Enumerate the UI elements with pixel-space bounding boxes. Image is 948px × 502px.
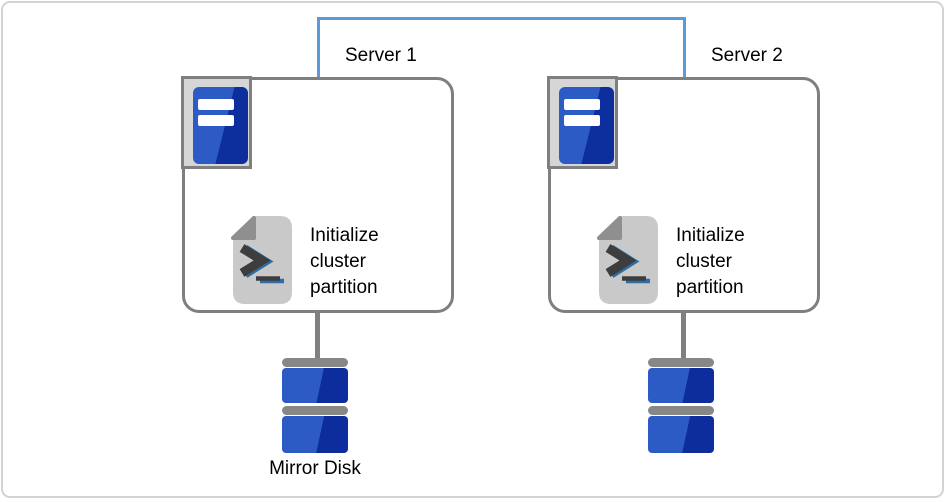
script-caption: Initialize cluster partition <box>310 225 379 298</box>
server-icon <box>559 87 614 164</box>
server-icon-slot <box>564 99 600 110</box>
interconnect-line-vertical-2 <box>683 17 686 78</box>
server-icon-slot <box>198 99 234 110</box>
disk-platter <box>648 368 714 403</box>
interconnect-line-horizontal <box>317 17 686 20</box>
mirror-disk-icon-2 <box>648 358 714 453</box>
disk-bar <box>648 358 714 367</box>
mirror-disk-label: Mirror Disk <box>269 458 361 479</box>
mirror-disk-icon-1: Mirror Disk <box>269 358 361 479</box>
disk-connector-line-1 <box>315 310 320 359</box>
disk-bar <box>648 406 714 415</box>
script-file-icon <box>231 216 292 304</box>
server-icon-slot <box>198 115 234 126</box>
script-caption: Initialize cluster partition <box>676 225 745 298</box>
disk-bar <box>282 406 348 415</box>
disk-platter <box>282 416 348 453</box>
server-icon-slot <box>564 115 600 126</box>
disk-platter <box>648 416 714 453</box>
server2-label: Server 2 <box>711 45 783 66</box>
interconnect-line-vertical-1 <box>317 17 320 78</box>
server-icon-frame <box>181 76 252 169</box>
server-icon-frame <box>547 76 618 169</box>
script-file-icon <box>597 216 658 304</box>
disk-connector-line-2 <box>681 310 686 359</box>
disk-platter <box>282 368 348 403</box>
disk-bar <box>282 358 348 367</box>
server-icon <box>193 87 248 164</box>
server1-label: Server 1 <box>345 45 417 66</box>
